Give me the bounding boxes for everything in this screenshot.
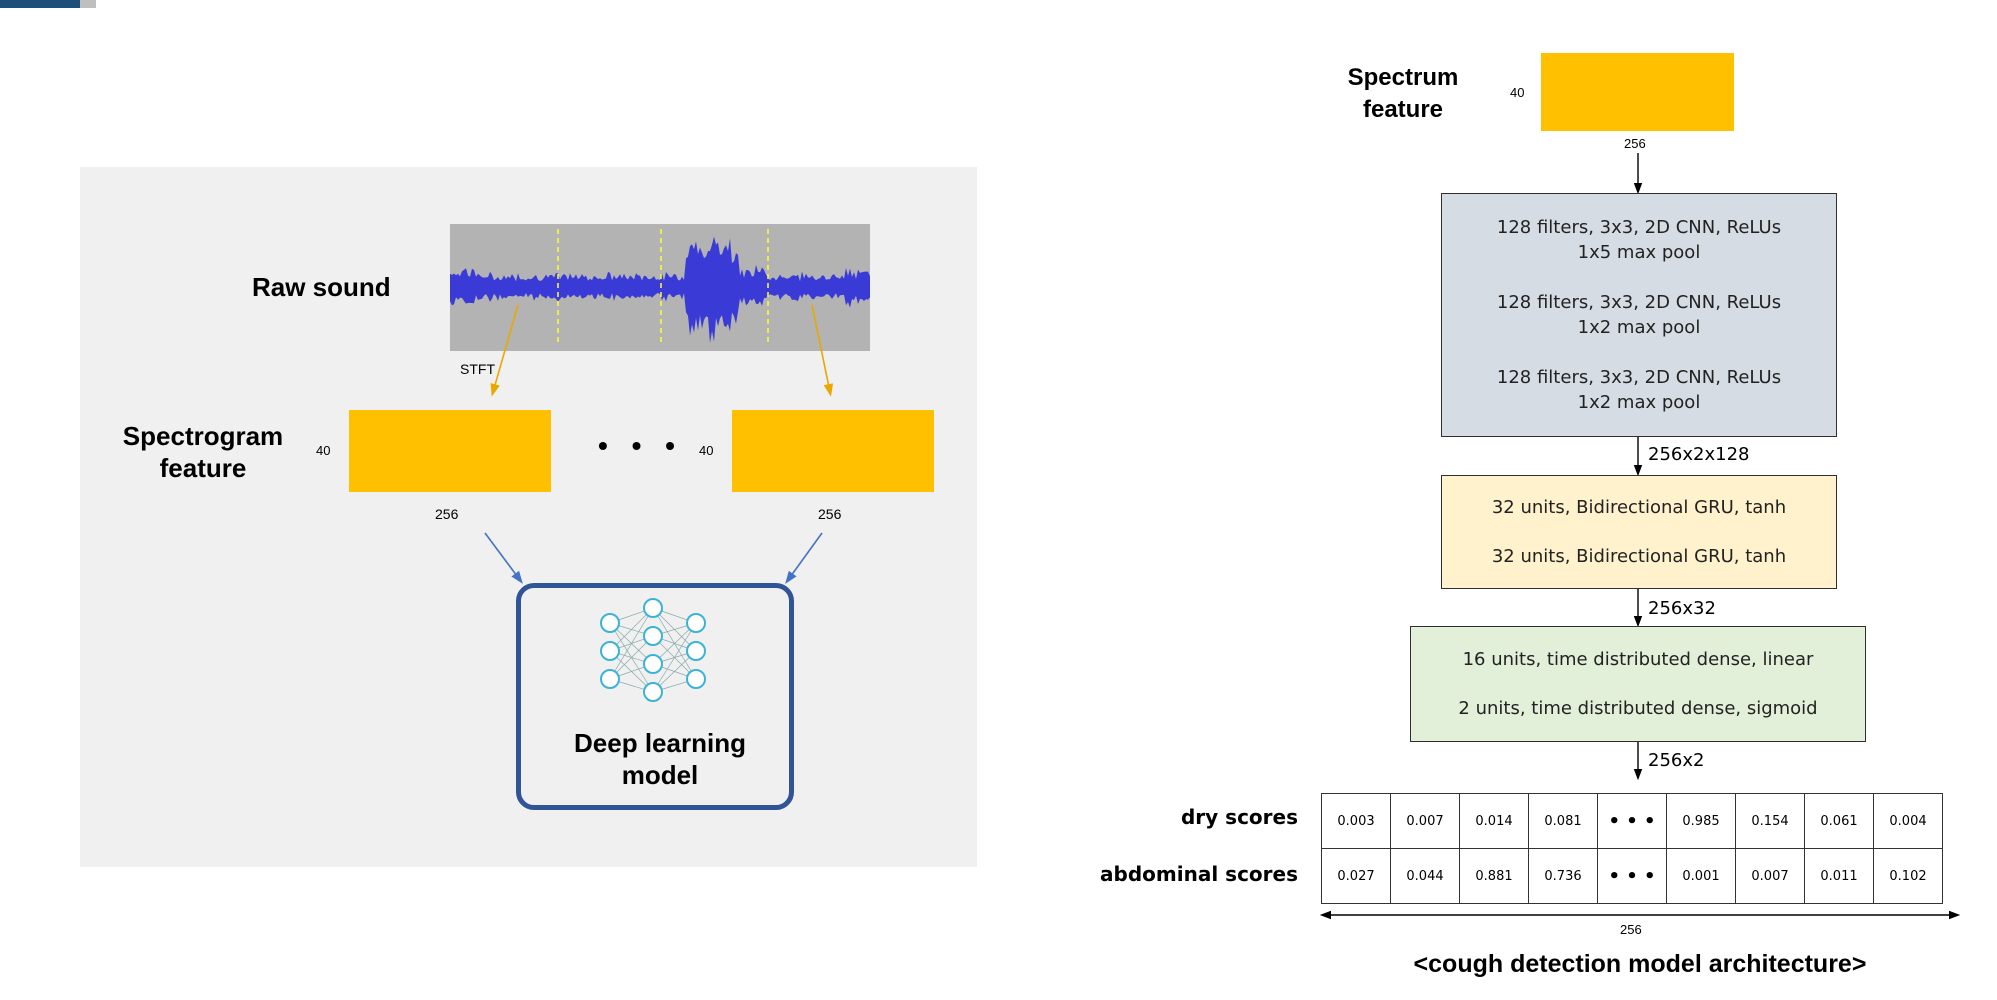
table-cell: 0.007: [1735, 848, 1805, 904]
nn-node: [643, 654, 663, 674]
deep-learning-model-label: Deep learning model: [574, 728, 746, 790]
table-cell: 0.985: [1666, 793, 1736, 849]
dense-layer-1: 16 units, time distributed dense, linear: [1462, 649, 1814, 670]
nn-node: [600, 669, 620, 689]
table-cell: 0.102: [1873, 848, 1943, 904]
table-cell: 0.154: [1735, 793, 1805, 849]
stft-arrow-left: [490, 304, 519, 397]
nn-node: [600, 641, 620, 661]
gru-layer-2: 32 units, Bidirectional GRU, tanh: [1491, 546, 1787, 567]
feature-arrow-left: [484, 532, 523, 584]
spectrogram-left-height: 40: [316, 443, 331, 458]
nn-node: [686, 641, 706, 661]
dry-scores-label: dry scores: [1180, 805, 1298, 829]
spectrogram-block-left: [349, 410, 551, 492]
stft-arrow-right: [811, 304, 834, 397]
spectrum-feature-label: Spectrum feature: [1347, 64, 1459, 123]
gru-layer-1: 32 units, Bidirectional GRU, tanh: [1491, 497, 1787, 518]
cnn-layer-1: 128 filters, 3x3, 2D CNN, ReLUs: [1496, 217, 1782, 238]
neural-network-icon: [600, 598, 706, 702]
spectrogram-right-width: 256: [818, 506, 842, 522]
dense-block: 16 units, time distributed dense, linear…: [1410, 626, 1866, 742]
table-width-label: 256: [1620, 922, 1642, 937]
table-cell: 0.081: [1528, 793, 1598, 849]
spectrogram-left-width: 256: [435, 506, 459, 522]
abdominal-scores-label: abdominal scores: [1100, 862, 1298, 886]
shape-after-gru: 256x32: [1648, 598, 1716, 619]
table-cell: 0.044: [1390, 848, 1460, 904]
cnn-pool-1: 1x5 max pool: [1577, 242, 1701, 263]
stft-label: STFT: [460, 361, 495, 377]
input-height-label: 40: [1510, 85, 1525, 100]
cnn-pool-2: 1x2 max pool: [1577, 317, 1701, 338]
raw-sound-waveform: [450, 224, 870, 351]
ellipsis-dots: • • •: [598, 430, 683, 461]
table-cell: 0.011: [1804, 848, 1874, 904]
dense-layer-2: 2 units, time distributed dense, sigmoid: [1458, 698, 1818, 719]
cnn-block: 128 filters, 3x3, 2D CNN, ReLUs 1x5 max …: [1441, 193, 1837, 437]
output-scores-table: 0.003 0.007 0.014 0.081 • • • 0.985 0.15…: [1321, 793, 1943, 904]
nn-node: [643, 682, 663, 702]
spectrogram-right-height: 40: [699, 443, 714, 458]
table-row-abdominal: 0.027 0.044 0.881 0.736 • • • 0.001 0.00…: [1321, 848, 1943, 904]
nn-node: [600, 613, 620, 633]
table-cell: 0.003: [1321, 793, 1391, 849]
input-width-label: 256: [1624, 136, 1646, 151]
nn-node: [686, 669, 706, 689]
cnn-layer-2: 128 filters, 3x3, 2D CNN, ReLUs: [1496, 292, 1782, 313]
raw-sound-label: Raw sound: [252, 272, 391, 302]
table-cell: 0.881: [1459, 848, 1529, 904]
table-width-arrow: [1319, 910, 1961, 920]
table-cell-ellipsis: • • •: [1597, 793, 1667, 849]
shape-after-cnn: 256x2x128: [1648, 444, 1750, 465]
table-cell: 0.001: [1666, 848, 1736, 904]
shape-after-dense: 256x2: [1648, 750, 1705, 771]
table-cell: 0.061: [1804, 793, 1874, 849]
nn-node: [643, 626, 663, 646]
table-row-dry: 0.003 0.007 0.014 0.081 • • • 0.985 0.15…: [1321, 793, 1943, 849]
spectrogram-feature-label: Spectrogram feature: [122, 421, 284, 483]
figure-caption: <cough detection model architecture>: [1413, 950, 1867, 978]
table-cell: 0.014: [1459, 793, 1529, 849]
nn-node: [686, 613, 706, 633]
cnn-pool-3: 1x2 max pool: [1577, 392, 1701, 413]
gru-block: 32 units, Bidirectional GRU, tanh 32 uni…: [1441, 475, 1837, 589]
spectrogram-block-right: [732, 410, 934, 492]
table-cell: 0.027: [1321, 848, 1391, 904]
table-cell-ellipsis: • • •: [1597, 848, 1667, 904]
architecture-arrows: [1633, 153, 1643, 781]
table-cell: 0.007: [1390, 793, 1460, 849]
nn-node: [643, 598, 663, 618]
corner-accent-bar-light: [80, 0, 96, 8]
table-cell: 0.004: [1873, 793, 1943, 849]
input-spectrum-block: [1541, 53, 1734, 131]
feature-arrow-right: [785, 532, 823, 584]
table-cell: 0.736: [1528, 848, 1598, 904]
cnn-layer-3: 128 filters, 3x3, 2D CNN, ReLUs: [1496, 367, 1782, 388]
pipeline-arrows: [484, 304, 834, 584]
corner-accent-bar: [0, 0, 80, 8]
